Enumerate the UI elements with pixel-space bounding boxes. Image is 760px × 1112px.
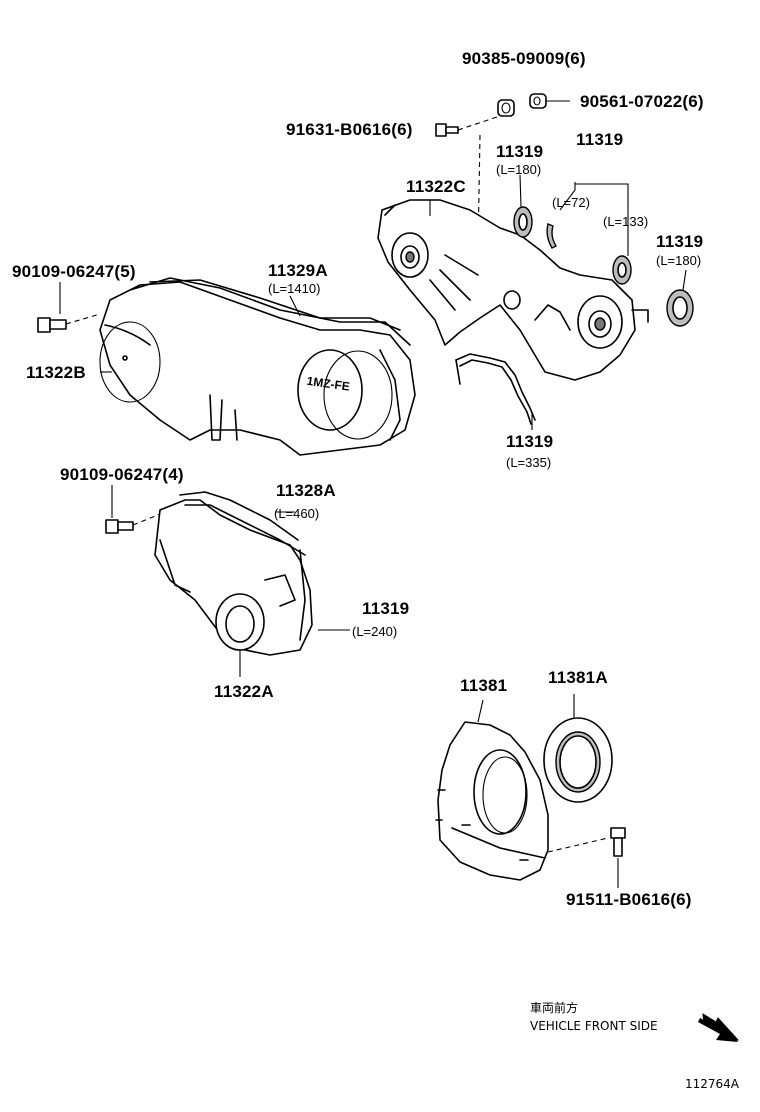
label-11322A: 11322A [214, 682, 274, 701]
label-11319-d-length: (L=335) [506, 455, 552, 470]
figure-code: 112764A [685, 1077, 740, 1091]
gasket-11319-d [455, 353, 536, 425]
label-11319-b: 11319 [576, 130, 624, 149]
inner-cover-11322C [377, 199, 649, 381]
label-91631-B0616: 91631-B0616(6) [286, 120, 413, 139]
label-11329A: 11329A [268, 261, 328, 280]
cover-marking: 1MZ-FE [306, 374, 351, 394]
vehicle-front-english: VEHICLE FRONT SIDE [530, 1019, 658, 1033]
bolt-91631-icon [435, 123, 459, 137]
arrow-down-right-icon [698, 1013, 740, 1042]
label-11319-e: 11319 [362, 599, 410, 618]
label-11319-a-length: (L=180) [496, 162, 542, 177]
label-11319-b-length-long: (L=133) [603, 214, 649, 229]
label-11319-c-length: (L=180) [656, 253, 702, 268]
label-11381: 11381 [460, 676, 508, 695]
label-11322C: 11322C [406, 177, 466, 196]
label-11328A-length: (L=460) [274, 506, 320, 521]
label-90561-07022: 90561-07022(6) [580, 92, 704, 111]
label-11328A: 11328A [276, 481, 336, 500]
gasket-11319-c [666, 289, 694, 327]
gasket-11319-a [513, 206, 533, 238]
oil-seal-11381A [543, 717, 613, 803]
nut-90385-icon [497, 99, 515, 117]
bolt-91511-icon [610, 827, 626, 857]
label-11381A: 11381A [548, 668, 608, 687]
label-90109-06247-5: 90109-06247(5) [12, 262, 136, 281]
bolt-90109-5-icon [37, 317, 67, 333]
gasket-11319-b-long [612, 255, 632, 285]
bolt-90109-4-icon [105, 519, 134, 534]
label-90109-06247-4: 90109-06247(4) [60, 465, 184, 484]
label-91511-B0616: 91511-B0616(6) [566, 890, 692, 909]
label-11322B: 11322B [26, 363, 86, 382]
label-90385-09009: 90385-09009(6) [462, 49, 586, 68]
gasket-11319-b-short [546, 223, 557, 249]
label-11319-d: 11319 [506, 432, 554, 451]
retainer-11381 [435, 721, 549, 881]
label-11319-a: 11319 [496, 142, 544, 161]
upper-cover-11322B [99, 277, 416, 456]
label-11319-e-length: (L=240) [352, 624, 398, 639]
vehicle-front-japanese: 車両前方 [530, 1001, 579, 1015]
label-11319-b-length-short: (L=72) [552, 195, 590, 210]
lower-cover-11322A [154, 491, 313, 656]
label-11319-c: 11319 [656, 232, 704, 251]
label-11329A-length: (L=1410) [268, 281, 321, 296]
nut-90561-icon [529, 93, 547, 109]
